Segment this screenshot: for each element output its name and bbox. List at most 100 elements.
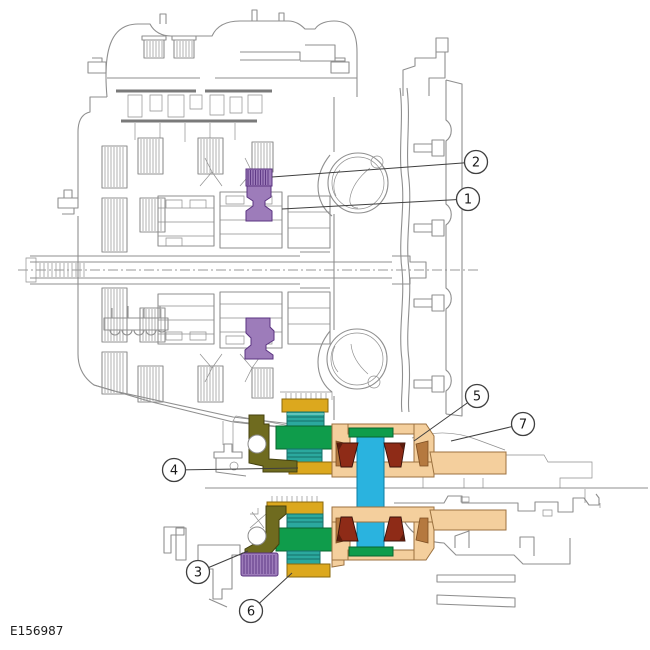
bracket-lower-shapes (163, 526, 241, 608)
green-gear-upper (275, 425, 334, 450)
main-shaft-lines (30, 251, 392, 289)
clutch-pack-outlines-lower (101, 287, 274, 403)
callout-number-3: 3 (194, 566, 202, 581)
axle-housing-top (394, 493, 600, 513)
lower-sprocket-pivot (367, 375, 381, 389)
gold-band-top-upper (281, 398, 329, 413)
roller-right-upper (383, 442, 406, 468)
teal-stripe-dark-4 (287, 554, 320, 560)
callout-number-4: 4 (170, 464, 178, 479)
green-bar-lower (348, 546, 394, 557)
teal-band-bottom-upper (286, 448, 323, 463)
lower-sprocket-lever (332, 343, 369, 375)
callout-leader-5 (413, 395, 478, 442)
upper-sprocket-inner (331, 156, 385, 210)
callout-leader-1 (281, 198, 469, 210)
bracket-upper-shape (213, 443, 247, 477)
peach-wing-upper (429, 451, 507, 475)
teal-stripe-dark-3 (287, 517, 323, 523)
line-art (18, 9, 648, 608)
bracket-lower (163, 508, 267, 608)
callout-3: 3 (185, 550, 249, 585)
callouts-layer: 1 2 3 4 5 6 7 (161, 149, 536, 624)
bearing-unit-upper (331, 423, 507, 551)
sprocket-housing-bulges (317, 154, 333, 393)
valve-body-valves (127, 94, 263, 118)
highlighted-parts (240, 168, 507, 578)
teal-stripe-dark-1 (287, 416, 324, 422)
bracket-upper-pin (229, 461, 239, 471)
roller-left-lower (336, 516, 359, 542)
figure-code: E156987 (10, 624, 64, 638)
top-bearing-outlines (141, 35, 197, 59)
callout-number-7: 7 (519, 418, 527, 433)
cover-bolts (413, 139, 445, 393)
callout-circle-6 (238, 598, 264, 624)
bracket-upper (213, 443, 247, 477)
drum-splines-upper (280, 391, 333, 400)
axle-housing-fasteners (460, 489, 601, 517)
purple-cap-splines (247, 170, 269, 185)
top-bearing-hatch (146, 41, 193, 57)
case-top-pegs (159, 9, 285, 24)
bearing-ball-lower (247, 526, 267, 546)
callout-6: 6 (238, 572, 293, 624)
wing-right-steps (422, 454, 593, 488)
upper-sprocket-pivot (370, 155, 384, 169)
gold-band-bottom-lower (286, 563, 331, 578)
callout-number-6: 6 (247, 605, 255, 620)
callout-leader-7 (450, 423, 524, 442)
callout-circle-7 (510, 411, 536, 437)
case-top-outline (105, 20, 358, 98)
purple-part-upper (245, 168, 273, 222)
callout-circle-5 (464, 383, 490, 409)
green-gear-lower (275, 527, 334, 552)
bracket-lower-clip (249, 508, 267, 529)
green-bar-upper (348, 427, 394, 438)
cyan-shaft (356, 429, 385, 551)
callout-1: 1 (281, 186, 481, 212)
valve-body-columns (134, 123, 236, 142)
callout-circle-1 (455, 186, 481, 212)
clutch-pack-hatch-lower (104, 289, 271, 401)
olive-hub-upper (248, 414, 298, 473)
callout-leader-2 (271, 161, 477, 178)
callout-number-2: 2 (472, 156, 480, 171)
purple-body-upper (245, 185, 273, 222)
callout-circle-4 (161, 457, 187, 483)
peach-wing-lower (429, 509, 507, 531)
purple-cylinder-lower (240, 552, 279, 577)
clutch-pack-outlines-upper (101, 137, 274, 253)
callout-7: 7 (450, 411, 536, 442)
callout-number-5: 5 (473, 390, 481, 405)
top-flange-bolts (87, 57, 350, 74)
gear-set-detail-upper (158, 195, 330, 247)
end-cover (445, 79, 463, 417)
top-split-lines (107, 44, 357, 79)
bearing-ball-upper (247, 434, 267, 454)
callout-circle-3 (185, 559, 211, 585)
callout-5: 5 (413, 383, 490, 442)
axle-housing-slabs (436, 574, 516, 608)
lower-sprocket-outer (326, 328, 388, 390)
callout-leader-4 (173, 467, 299, 471)
upper-sprocket-lever (333, 167, 371, 209)
roller-left-upper (336, 442, 359, 468)
teal-band-bottom-lower (286, 550, 321, 565)
drum-splines-lower (271, 496, 318, 502)
teal-stripe-dark-2 (287, 452, 322, 458)
callout-number-1: 1 (464, 193, 472, 208)
callout-4: 4 (161, 457, 299, 483)
gear-set-outlines-lower (157, 291, 331, 349)
purple-cylinder-splines (243, 555, 275, 574)
gear-set-detail-lower (158, 303, 330, 345)
callout-2: 2 (271, 149, 489, 178)
case-partition-wavy (399, 87, 411, 413)
upper-sprocket-outer (327, 152, 389, 214)
top-right-bracket (402, 37, 449, 96)
sprocket-circles (317, 152, 389, 393)
purple-part-lower (244, 317, 275, 360)
bearing-unit-lower (331, 506, 507, 561)
case-left-side (77, 96, 115, 392)
